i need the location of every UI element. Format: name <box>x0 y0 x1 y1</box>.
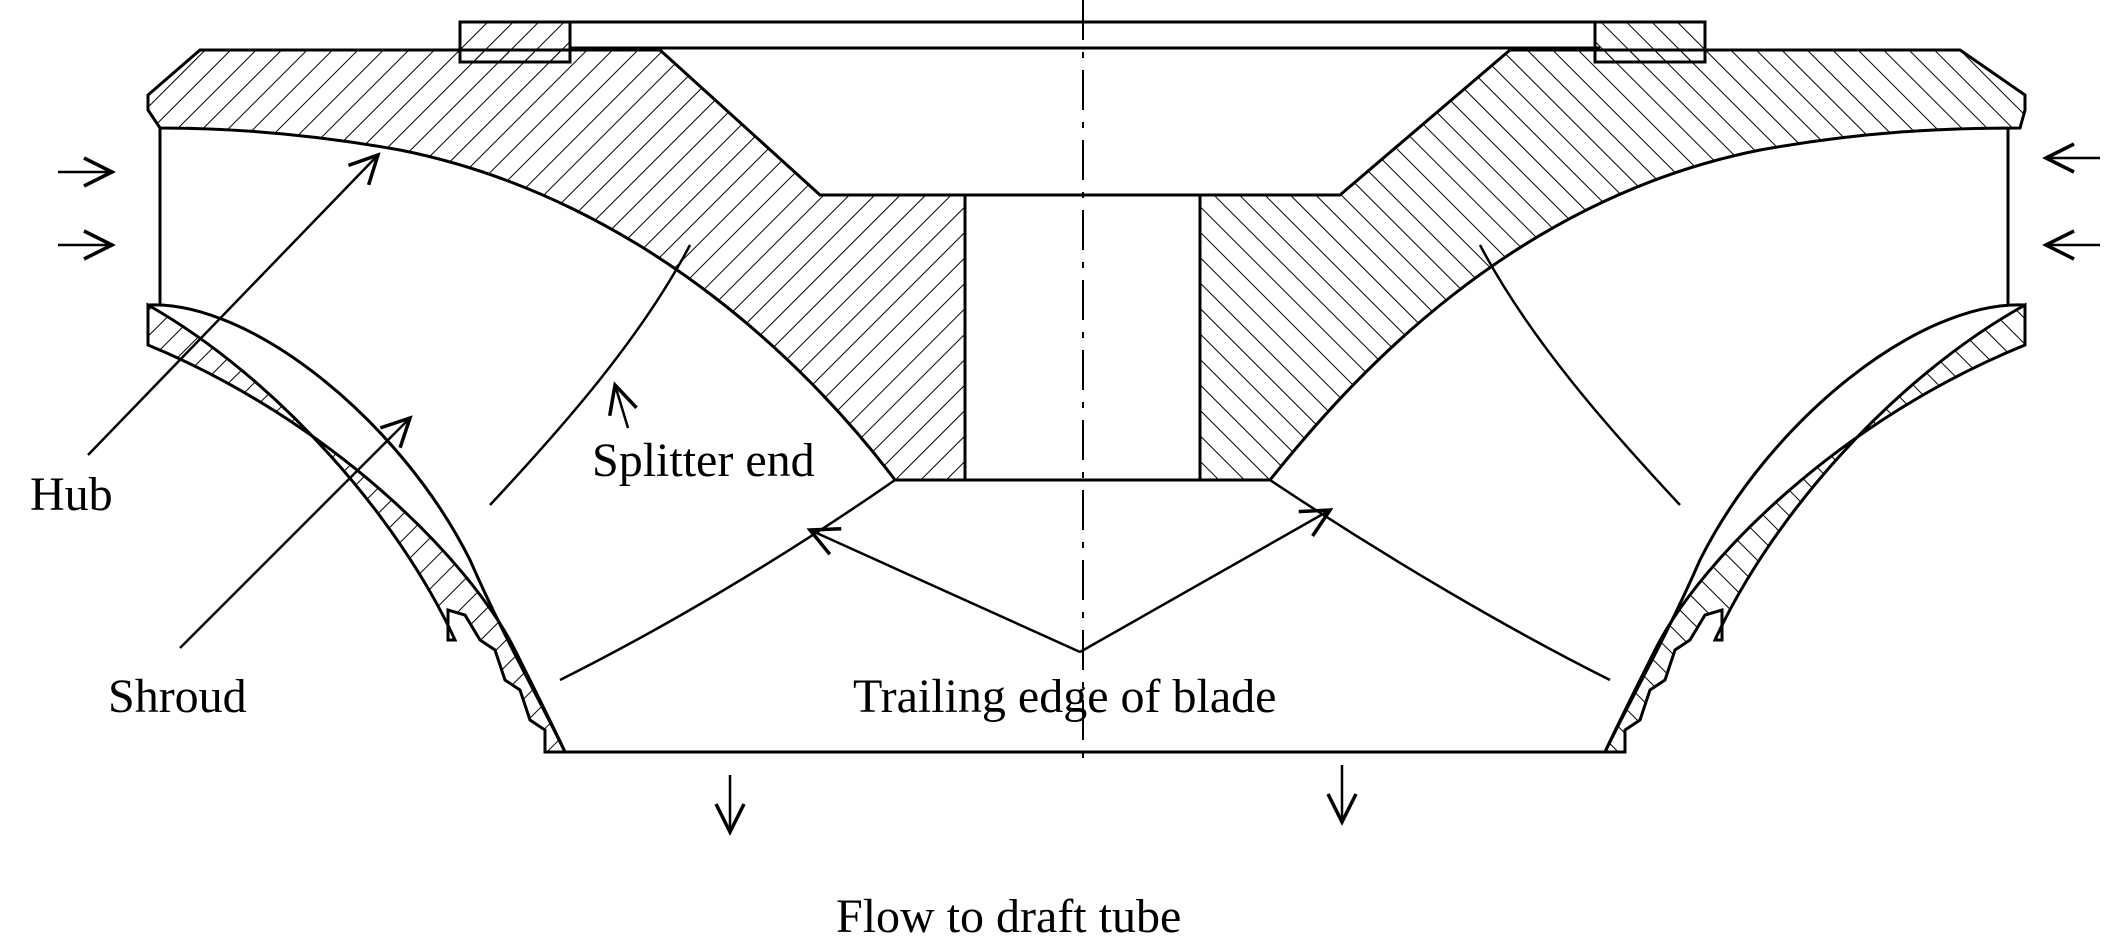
label-hub: Hub <box>30 468 113 521</box>
shroud-right-section <box>1602 302 2027 754</box>
hub-leader-line <box>87 155 378 456</box>
trailing-edge-leader-left <box>810 530 1081 654</box>
blade-trailing-left <box>559 478 896 682</box>
inflow-arrows-left <box>58 172 112 245</box>
splitter-blade-left <box>489 244 692 506</box>
splitter-leader-line <box>615 385 628 429</box>
inflow-arrows-right <box>2046 158 2100 245</box>
blade-trailing-right <box>1269 478 1611 682</box>
label-trailing-edge: Trailing edge of blade <box>853 670 1276 723</box>
outflow-arrows <box>730 765 1342 832</box>
shroud-leader-line <box>179 418 410 649</box>
label-flow-to-draft-tube: Flow to draft tube <box>836 890 1181 943</box>
hub-left-section <box>146 48 967 482</box>
hub-right-section <box>1198 48 2027 482</box>
label-splitter-end: Splitter end <box>592 434 815 487</box>
splitter-blade-right <box>1478 244 1681 506</box>
label-shroud: Shroud <box>108 670 247 723</box>
trailing-edge-leader-right <box>1079 510 1330 654</box>
